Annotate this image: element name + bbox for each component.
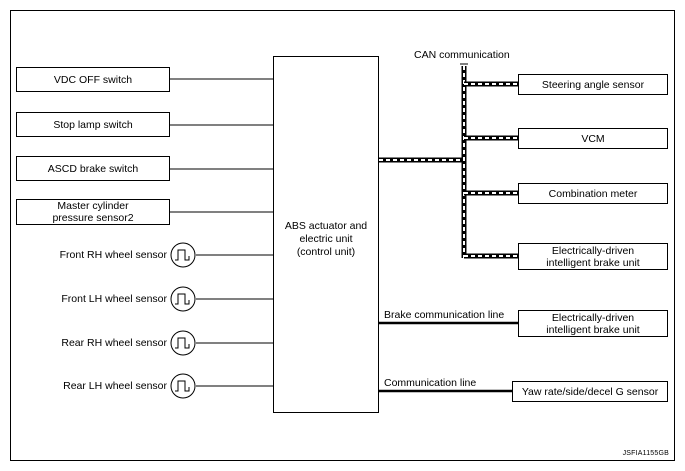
diagram-frame (10, 10, 675, 461)
abs-control-unit-label: ABS actuator and electric unit (control … (284, 220, 368, 258)
yaw-rate-sensor-box: Yaw rate/side/decel G sensor (512, 381, 668, 402)
rear-rh-wheel-sensor-label: Rear RH wheel sensor (61, 337, 167, 349)
steering-angle-sensor-label: Steering angle sensor (541, 78, 645, 91)
rear-lh-wheel-sensor-label: Rear LH wheel sensor (63, 380, 167, 392)
combination-meter-box: Combination meter (518, 183, 668, 204)
wheel-sensor-icon (170, 330, 196, 356)
steering-angle-sensor-box: Steering angle sensor (518, 74, 668, 95)
front-rh-wheel-sensor-label: Front RH wheel sensor (59, 249, 167, 261)
stop-lamp-switch-box: Stop lamp switch (16, 112, 170, 137)
intelligent-brake-unit-can-label: Electrically-driven intelligent brake un… (546, 244, 640, 269)
abs-control-unit-box: ABS actuator and electric unit (control … (273, 56, 379, 413)
wheel-sensor-icon (170, 373, 196, 399)
master-cylinder-sensor-label: Master cylinder pressure sensor2 (52, 200, 134, 224)
brake-communication-line-label: Brake communication line (384, 309, 505, 321)
ascd-brake-switch-box: ASCD brake switch (16, 156, 170, 181)
vcm-box: VCM (518, 128, 668, 149)
reference-code: JSFIA1155GB (622, 450, 669, 457)
master-cylinder-sensor-box: Master cylinder pressure sensor2 (16, 199, 170, 225)
can-bus (379, 66, 518, 259)
wheel-sensor-icon (170, 286, 196, 312)
intelligent-brake-unit-brake-label: Electrically-driven intelligent brake un… (546, 311, 640, 336)
stop-lamp-switch-label: Stop lamp switch (53, 118, 133, 131)
can-communication-label: CAN communication (414, 49, 510, 61)
combination-meter-label: Combination meter (548, 187, 638, 200)
vdc-off-switch-box: VDC OFF switch (16, 67, 170, 92)
intelligent-brake-unit-can-box: Electrically-driven intelligent brake un… (518, 243, 668, 270)
front-lh-wheel-sensor-label: Front LH wheel sensor (61, 293, 167, 305)
wheel-sensor-icon (170, 242, 196, 268)
communication-line-label: Communication line (384, 377, 477, 389)
ascd-brake-switch-label: ASCD brake switch (47, 162, 139, 175)
vdc-off-switch-label: VDC OFF switch (53, 73, 133, 86)
vcm-label: VCM (581, 132, 605, 145)
yaw-rate-sensor-label: Yaw rate/side/decel G sensor (521, 385, 659, 398)
intelligent-brake-unit-brake-box: Electrically-driven intelligent brake un… (518, 310, 668, 337)
